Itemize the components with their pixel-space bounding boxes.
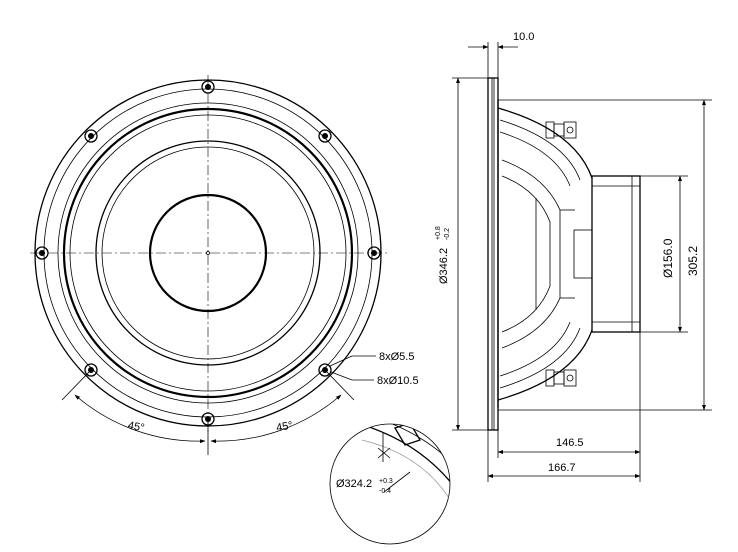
magnet-diameter-dimension: Ø156.0 [640,175,688,333]
overall-depth-dimension: 166.7 [487,430,641,482]
terminal-top [545,121,577,139]
mounting-height-label: 305.2 [686,246,700,276]
outer-diameter-tol-upper: +0.8 [435,226,442,240]
angle-dimension: 45° 45° [61,369,355,455]
angle-label-right: 45° [275,420,293,435]
overall-depth-label: 166.7 [548,462,576,474]
holes-label: 8xØ5.5 [379,351,414,363]
mounting-hole [318,129,332,143]
outer-diameter-label: Ø346.2 [438,248,450,284]
outer-diameter-tol-lower: -0.2 [444,228,451,240]
mounting-hole [35,246,49,260]
magnet-diameter-label: Ø156.0 [661,238,675,278]
detail-diameter-label: Ø324.2 [336,478,372,490]
flange-thickness-dimension: 10.0 [468,31,534,78]
detail-tol-lower: -0.4 [379,488,391,495]
detail-view: Ø324.2 +0.3 -0.4 [329,423,451,545]
mounting-height-dimension: 305.2 [498,99,712,411]
outer-diameter-dimension: Ø346.2 +0.8 -0.2 [435,77,488,431]
mounting-hole [84,129,98,143]
flange-thickness-label: 10.0 [513,31,534,43]
detail-tol-upper: +0.3 [379,478,393,485]
mounting-hole [201,80,215,94]
mounting-depth-dimension: 146.5 [497,332,641,482]
angle-label-left: 45° [127,420,145,435]
mounting-hole [367,246,381,260]
front-view: 45° 45° 8xØ5.5 8xØ10.5 [30,75,419,455]
counterbore-label: 8xØ10.5 [377,375,419,387]
mounting-depth-label: 146.5 [556,437,584,449]
side-view: 10.0 Ø346.2 +0.8 -0.2 Ø156.0 305.2 1 [435,31,712,482]
terminal-bottom [545,369,577,387]
hole-leaders: 8xØ5.5 8xØ10.5 [329,351,419,387]
